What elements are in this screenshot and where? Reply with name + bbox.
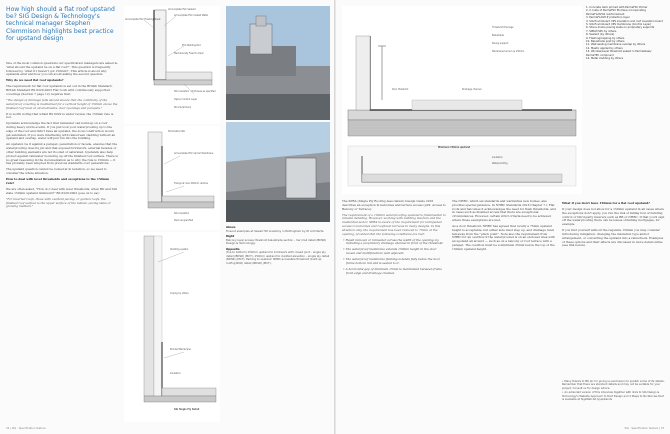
drawing-label: Armourplate PVC Flashing Sheet <box>125 18 161 21</box>
bullet-item: • A horizontal gap of minimum 15mm is ma… <box>343 266 443 275</box>
quote: The requirement of a 150mm waterproofing… <box>342 212 446 236</box>
caption-label: Above <box>226 225 236 229</box>
right-page: Minimum 150mm upstand Door threshold Dra… <box>336 0 670 434</box>
key-item: 6. Stone drains paving slabs on propriet… <box>586 26 655 30</box>
bullet-item: • The waterproof membrane flashing exten… <box>343 257 441 265</box>
key-item: 11. Wall sealing membrane overlap by oth… <box>586 43 646 47</box>
key-item: 13. Window/Level threshold sealed in Per… <box>586 50 652 54</box>
drawing-label: Vapour Control Layer <box>174 98 198 101</box>
photo-rooftop-1 <box>226 6 330 120</box>
drawing-label: Insulation <box>170 372 181 375</box>
quote: "For inverted roofs, those with overlaid… <box>6 196 111 209</box>
section-heading: Why do we need flat roof upstands? <box>6 78 64 83</box>
key-item: 3. PermaFLASH-P protection layer <box>586 16 630 20</box>
article-headline: How high should a flat roof upstand be? … <box>6 6 115 42</box>
body-paragraph: The upstand question cannot be looked at… <box>6 167 107 176</box>
caption-label: Opposite <box>226 246 240 251</box>
drawing-label: Bonded Membrane <box>170 348 191 351</box>
intro-paragraph: One of the most common questions our spe… <box>6 61 118 77</box>
drawing-label: Paving support <box>492 42 509 45</box>
caption-text: Balcony level access threshold balustrad… <box>226 237 327 245</box>
drawing-label: Coping by others <box>170 292 189 295</box>
drawing-label: Threshold Drainage <box>492 26 514 29</box>
footnote: • An extended version of this interview … <box>562 391 664 402</box>
drawing-label: Insulation <box>492 156 503 159</box>
page-folio-right: SIG · Specification feature | 33 <box>624 427 664 430</box>
drawing-label: SIG Insulation <box>174 212 190 215</box>
body-paragraph: If your design does not allow for a 150m… <box>562 206 665 227</box>
quote: "The design of drainage falls should ens… <box>6 97 118 110</box>
photo-caption: Above Fineout examples at Sewell Hill Ac… <box>226 225 330 265</box>
drawing-label: Armourplate PVC Sealant <box>168 8 196 11</box>
left-page: How high should a flat roof upstand be? … <box>0 0 334 434</box>
key-item: 5. SIG Enviroboard XPS membrane (Control… <box>586 23 652 27</box>
body-paragraph: Upstands acknowledge the fact that rainw… <box>6 121 116 141</box>
body-paragraph: The SPRA (Single Ply Roofing Association… <box>342 199 446 211</box>
drawing-label: Drainage channel <box>462 88 482 91</box>
drawing-label: Mechanically Fixed to Deck <box>174 52 204 55</box>
body-paragraph: It is worth noting that whilst BS 6229 i… <box>6 111 114 120</box>
drawing-label: Membrane turned up 150mm <box>492 50 525 53</box>
photo-rooftop-2 <box>226 122 330 222</box>
body-paragraph: We are often asked, "How do I deal with … <box>6 187 118 195</box>
drawing-label: Armourplate PVC Carrier Membrane <box>174 152 214 155</box>
key-item: PermaFLASH-R reinforcement <box>586 12 625 16</box>
key-item: 14. Metal cladding by others <box>586 57 624 61</box>
drawing-label: Structural Deck <box>174 106 192 109</box>
body-paragraph: The NHBC, which set standards and warran… <box>452 199 556 222</box>
key-item: 9. Flashing/capping by others <box>586 36 625 40</box>
key-item: 12. Mastic applied by others <box>586 46 623 50</box>
key-item: 7. SPRAY/SPC by others <box>586 29 617 33</box>
page-folio-left: 32 | SIG · Specification feature <box>6 427 46 430</box>
caption-text: (top to bottom) 150mm upstand to brickwo… <box>226 250 330 265</box>
key-item: 1. Concrete deck primed with PermaFSC Pr… <box>586 6 648 9</box>
key-item: 8. Sealant (by others) <box>586 33 615 37</box>
section-heading: What if you don't have 150mm for a flat … <box>562 201 650 205</box>
drawing-label: Cladding system <box>170 248 189 251</box>
spra-column: The SPRA (Single Ply Roofing Association… <box>342 199 446 278</box>
key-item: 4. SIG Enviroboard XPS insulation and ro… <box>586 19 663 23</box>
upstand-section-drawing-2: Termination Bar Armourplate PVC Carrier … <box>124 126 220 230</box>
spine-gutter <box>334 0 336 434</box>
drawing-label: Deck as specified <box>174 219 194 222</box>
drawing-label: Armourplate PVC Coated Metal <box>174 14 208 17</box>
drawing-label: Door threshold <box>392 88 409 91</box>
drawing-label: Minimum 150mm upstand <box>438 146 471 149</box>
cladding-upstand-drawing: Cladding system Coping by others Bonded … <box>124 232 220 422</box>
bullet-item: • The waterproof membrane extends 150mm … <box>343 247 437 256</box>
bullet-item: • Rapid removal or rainwater across the … <box>343 237 444 246</box>
key-item: 2. 2 coats of PermaFSC Elcolane incorpor… <box>586 9 646 13</box>
intro-column: One of the most common questions our spe… <box>6 61 118 211</box>
caption-label: Right <box>226 234 235 238</box>
drawing-label: PVC Welding Rod <box>182 44 201 47</box>
body-paragraph: An upstand, be it against a parapet, pen… <box>6 142 118 166</box>
key-item: PermaTEC compound <box>586 53 614 57</box>
drawing-label: Fixings at max 200mm centres <box>174 182 208 185</box>
footnote: • Many thanks to BD plc for giving us pe… <box>562 380 665 390</box>
drawing-label: Termination Bar <box>168 130 186 133</box>
final-column: What if you don't have 150mm for a flat … <box>562 200 666 250</box>
caption-text: Fineout examples at Sewell Hill Academy … <box>226 228 325 233</box>
body-paragraph: If you find yourself without the requisi… <box>562 228 664 248</box>
drawing-label: Waterproofing <box>492 162 508 165</box>
threshold-section-drawing: Minimum 150mm upstand Door threshold Dra… <box>342 6 582 194</box>
body-paragraph: As a door threshold, NHBC has agreed tha… <box>452 223 555 251</box>
component-key-list: 1. Concrete deck primed with PermaFSC Pr… <box>586 6 666 61</box>
footnotes: • Many thanks to BD plc for giving us pe… <box>562 380 666 401</box>
section-heading: How to deal with level thresholds and ex… <box>6 177 110 186</box>
drawing-label: SIG Insulation – thickness as specified <box>174 90 216 93</box>
drawing-label: SIG Single Ply Detail <box>174 408 200 411</box>
body-paragraph: The requirement for flat roof upstands i… <box>6 84 113 96</box>
upstand-section-drawing-1: Armourplate PVC Sealant Armourplate PVC … <box>124 6 220 124</box>
drawing-label: Balustrade <box>492 34 504 37</box>
key-item: 10. Balustrade post by others <box>586 40 625 44</box>
nhbc-column: The NHBC, which set standards and warran… <box>452 199 556 254</box>
